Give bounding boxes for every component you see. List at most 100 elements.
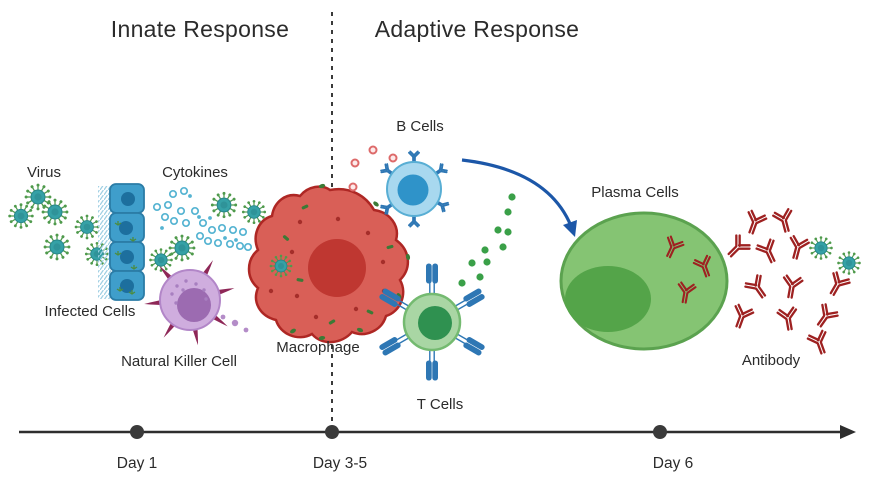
virus-label: Virus (27, 164, 61, 181)
day3-5-label: Day 3-5 (313, 455, 367, 472)
antibody-icon (775, 305, 801, 332)
nk-granules (170, 279, 208, 305)
nk-cell-nucleus (177, 288, 211, 322)
membrane-bud-icon (372, 200, 380, 208)
macrophage-nucleus (308, 239, 366, 297)
antibody-icon (784, 234, 811, 262)
green-dot-icon (483, 258, 491, 266)
day1-label: Day 1 (117, 455, 158, 472)
adaptive-response-title: Adaptive Response (375, 16, 580, 42)
green-dot-icon (499, 243, 507, 251)
cytokines-label: Cytokines (162, 164, 228, 181)
cytokine-icon (197, 215, 201, 219)
cytokine-icon (234, 238, 238, 242)
cell-nucleus (120, 279, 134, 293)
red-dot-icon (388, 153, 398, 163)
plasma-cell-nucleus (565, 266, 651, 332)
timeline-arrowhead-icon (840, 425, 856, 439)
antibody-icon (779, 273, 805, 300)
green-dot-icon (508, 193, 516, 201)
nk-released-granules (220, 314, 249, 333)
macrophage-label: Macrophage (276, 339, 359, 356)
virus-icon (169, 235, 196, 262)
antibody-label: Antibody (742, 352, 801, 369)
cytokine-icon (160, 212, 170, 222)
green-dot-icon (481, 246, 489, 254)
cytokine-icon (176, 206, 186, 216)
innate-response-title: Innate Response (111, 16, 289, 42)
natural-killer-cell (143, 258, 236, 346)
virus-icon (809, 236, 833, 260)
antibody-icon (810, 301, 841, 333)
timeline-dot-day6 (653, 425, 667, 439)
green-dot-icon (458, 279, 466, 287)
arrow-curve (461, 158, 573, 227)
virus-icon (42, 199, 69, 226)
cytokine-icon (169, 216, 179, 226)
virus-icon (44, 234, 71, 261)
cytokine-icon (243, 242, 253, 252)
cytokine-icon (190, 206, 200, 216)
green-dot-icon (504, 208, 512, 216)
virus-icon (837, 251, 861, 275)
cell-nucleus (121, 192, 135, 206)
cell-nucleus (119, 221, 133, 235)
virus-icon (75, 215, 100, 240)
cytokines-particles (152, 186, 253, 252)
virus-icon (211, 192, 237, 218)
plasma-cells-label: Plasma Cells (591, 184, 679, 201)
green-dot-icon (468, 259, 476, 267)
t-cell (378, 263, 486, 381)
infected-cells-label: Infected Cells (45, 303, 136, 320)
timeline-dot-day3-5 (325, 425, 339, 439)
virus-icon (8, 203, 33, 228)
cytokine-icon (217, 223, 227, 233)
green-dot-icon (494, 226, 502, 234)
cytokine-icon (181, 218, 191, 228)
cytokine-icon (160, 226, 164, 230)
red-dot-icon (368, 145, 378, 155)
macrophage-cell (247, 183, 411, 344)
antibody-icon (727, 302, 756, 332)
red-dot-icon (348, 182, 358, 192)
cytokine-icon (238, 227, 248, 237)
b-to-plasma-arrow (461, 158, 577, 237)
natural-killer-cell-label: Natural Killer Cell (121, 353, 237, 370)
antibody-icon (805, 328, 834, 358)
t-cell-nucleus (418, 306, 452, 340)
cytokine-icon (235, 241, 245, 251)
cytokine-icon (225, 239, 235, 249)
cytokine-icon (168, 189, 178, 199)
green-dot-icon (504, 228, 512, 236)
cytokine-icon (188, 194, 192, 198)
cytokine-icon (179, 186, 189, 196)
t-cell-receptor-icon (425, 347, 439, 381)
b-cell (379, 151, 450, 228)
antibody-icon (740, 208, 769, 238)
t-cells-label: T Cells (417, 396, 463, 413)
antibody-icon (753, 236, 783, 267)
antibody-icon (721, 232, 753, 264)
day6-label: Day 6 (653, 455, 694, 472)
antibody-icon (742, 272, 773, 304)
timeline: Day 1 Day 3-5 Day 6 (19, 425, 856, 472)
cytokine-icon (223, 236, 227, 240)
cytokine-icon (228, 225, 238, 235)
green-signal-dots (458, 193, 516, 287)
virus-icon (25, 184, 52, 211)
cytokine-icon (207, 225, 217, 235)
infected-cells (98, 183, 145, 301)
plasma-cell (559, 211, 729, 351)
t-cell-receptor-icon (425, 263, 439, 297)
cytokine-icon (152, 202, 162, 212)
red-dot-icon (350, 158, 360, 168)
cell-nucleus (120, 250, 134, 264)
arrow-head-icon (563, 220, 577, 237)
cytokine-icon (213, 238, 223, 248)
green-dot-icon (476, 273, 484, 281)
b-cell-nucleus (397, 174, 429, 206)
antibody-field (721, 207, 853, 358)
cytokine-icon (203, 236, 213, 246)
cilia-fringe (98, 186, 111, 299)
